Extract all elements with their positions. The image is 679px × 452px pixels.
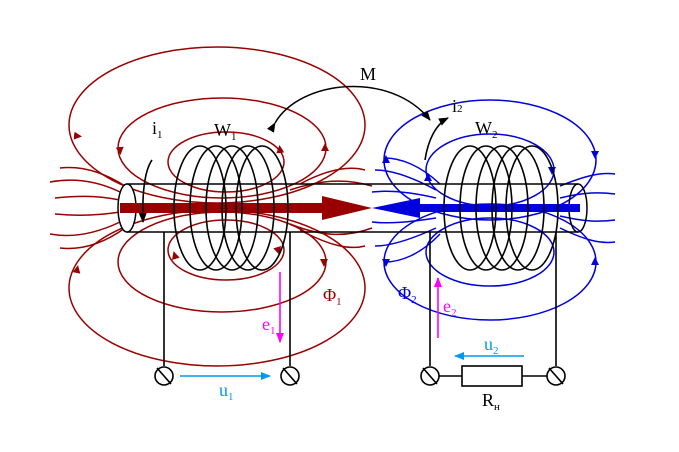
circuit1: [154, 366, 300, 386]
mutual-arrow: [267, 85, 431, 133]
circuit2: [420, 365, 566, 387]
flux2-field-lines: [371, 99, 616, 321]
label-flux2: Φ2: [398, 283, 417, 306]
load-resistor: [461, 365, 523, 387]
label-current2: i2: [452, 96, 463, 116]
label-voltage1: u1: [219, 380, 234, 403]
flux1-core-arrow: [120, 196, 372, 220]
label-emf1: e1: [262, 314, 276, 337]
coil2-winding: [424, 117, 559, 366]
label-mutual: M: [360, 64, 376, 84]
coil1-winding: [138, 145, 291, 366]
label-voltage2: u2: [484, 334, 499, 357]
label-flux1: Φ1: [323, 285, 342, 308]
label-winding2: W2: [475, 118, 498, 141]
label-winding1: W1: [214, 120, 237, 143]
label-current1: i1: [152, 118, 163, 141]
label-load: Rн: [482, 390, 500, 413]
label-emf2: e2: [443, 296, 457, 319]
